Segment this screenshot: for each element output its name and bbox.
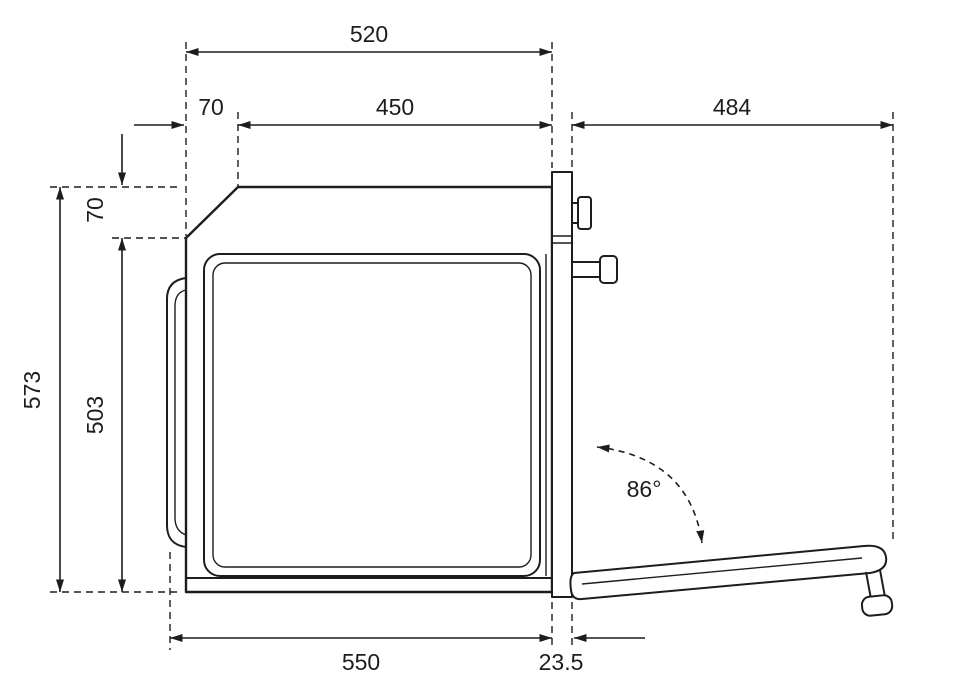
- fascia-panel: [551, 171, 618, 598]
- oven-body: [166, 185, 554, 594]
- door-slab: [569, 544, 888, 601]
- rear-bulge-inner: [174, 289, 187, 536]
- door-handle-foot: [860, 594, 894, 617]
- door-inner-line: [581, 557, 863, 585]
- label-fascia-overhang: 23.5: [539, 649, 584, 675]
- label-door-angle: 86°: [627, 476, 662, 502]
- label-depth-bottom: 550: [342, 649, 380, 675]
- control-knob: [577, 196, 592, 230]
- oven-door-open: [569, 544, 894, 617]
- label-overall-height: 573: [19, 371, 45, 409]
- label-door-open-clearance: 484: [713, 94, 752, 120]
- label-rear-offset: 70: [198, 94, 224, 120]
- label-front-height: 503: [82, 396, 108, 434]
- dimension-lines: [56, 48, 893, 642]
- oven-body-outline: [184, 185, 554, 594]
- selector-knob: [599, 255, 618, 284]
- label-top-depth-inner: 450: [376, 94, 414, 120]
- dimension-labels: 520 70 450 484 573 70 503 550 23.5 86°: [19, 21, 751, 675]
- door-swing-arc: [596, 444, 705, 544]
- rear-bulge-outer: [166, 277, 187, 548]
- extension-lines: [50, 42, 894, 650]
- oven-cavity-inner: [212, 262, 532, 568]
- label-top-offset: 70: [82, 197, 108, 223]
- door-swing: [596, 444, 705, 544]
- oven-cavity-outer: [203, 253, 541, 577]
- label-depth-top: 520: [350, 21, 388, 47]
- door-handle-leg-1: [865, 571, 872, 600]
- door-handle-leg-2: [879, 569, 886, 598]
- fascia-frame: [551, 171, 573, 598]
- selector-knob-stem: [571, 261, 603, 278]
